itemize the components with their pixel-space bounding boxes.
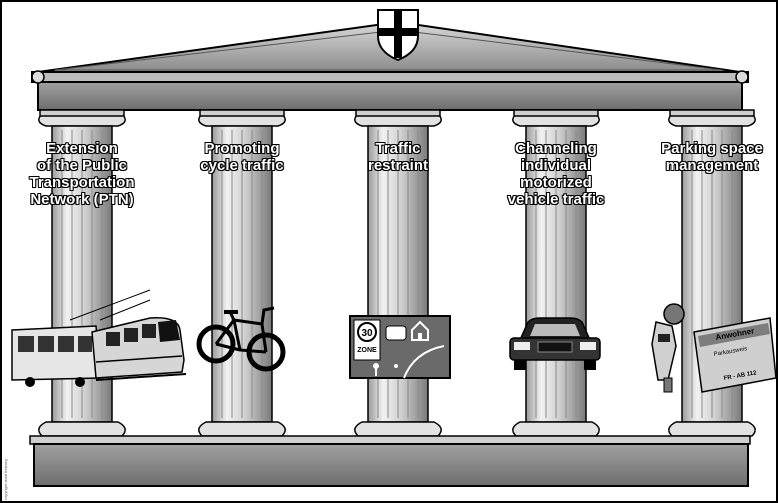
temple-base	[30, 436, 750, 486]
zone-text: ZONE	[357, 347, 377, 354]
traffic-calming-sign-icon: 30 ZONE	[350, 316, 450, 378]
pillar-label-motor: Channeling individual motorized vehicle …	[481, 140, 631, 208]
shield-icon	[378, 10, 418, 60]
pillar-label-parking: Parking space management	[637, 140, 778, 174]
pillar-label-restraint: Traffic restraint	[323, 140, 473, 174]
pillar-label-cycle: Promoting cycle traffic	[167, 140, 317, 174]
speed-limit-text: 30	[361, 328, 373, 339]
side-credit: copyright stadt freiburg	[3, 440, 13, 500]
pillar-label-ptn: Extension of the Public Transportation N…	[7, 140, 157, 208]
